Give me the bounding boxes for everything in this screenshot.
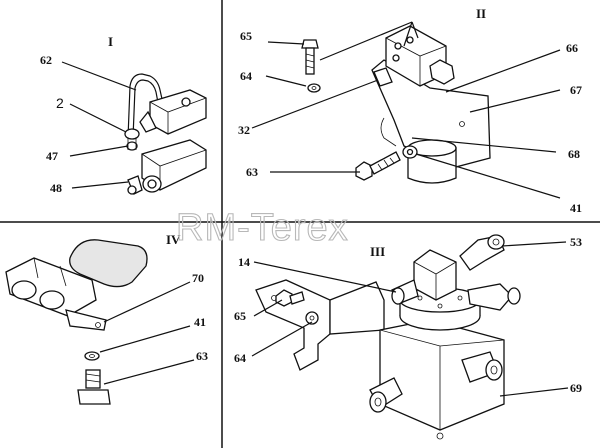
panel-IV: IV 70 41 63 bbox=[5, 232, 208, 405]
panel-II-roman: II bbox=[476, 6, 486, 21]
valve-block-upper bbox=[139, 89, 207, 135]
panel-III-leaders bbox=[251, 241, 569, 397]
callout-III-65: 65 bbox=[234, 309, 246, 323]
bolt-III-65 bbox=[275, 289, 305, 307]
callout-II-68: 68 bbox=[568, 147, 580, 161]
watermark-text: RM-Terex bbox=[176, 207, 349, 249]
fitting-front-left bbox=[369, 377, 403, 413]
bolt-65 bbox=[301, 39, 319, 75]
callout-III-53: 53 bbox=[570, 235, 582, 249]
fitting-53 bbox=[459, 234, 505, 271]
callout-IV-41: 41 bbox=[194, 315, 206, 329]
bolt-63 bbox=[355, 151, 401, 181]
callout-62: 62 bbox=[40, 53, 52, 67]
callout-II-41: 41 bbox=[570, 201, 582, 215]
callout-48: 48 bbox=[50, 181, 62, 195]
callout-II-63: 63 bbox=[246, 165, 258, 179]
callout-II-64: 64 bbox=[240, 69, 252, 83]
bolt-IV-63 bbox=[77, 369, 111, 405]
panel-IV-roman: IV bbox=[166, 232, 181, 247]
fitting-nut bbox=[124, 128, 140, 151]
callout-IV-70: 70 bbox=[192, 271, 204, 285]
fitting-14 bbox=[391, 279, 419, 305]
panel-III: III bbox=[234, 234, 582, 440]
panel-II-leaders bbox=[251, 21, 561, 199]
panel-III-roman: III bbox=[370, 244, 385, 259]
washer-III-64 bbox=[305, 311, 319, 325]
washer-41 bbox=[84, 351, 100, 361]
valve-cap bbox=[413, 249, 457, 301]
fitting-right bbox=[467, 283, 521, 311]
valve-block-lower bbox=[127, 139, 207, 195]
callout-III-14: 14 bbox=[238, 255, 250, 269]
valve-housing bbox=[379, 287, 505, 440]
callout-II-66: 66 bbox=[566, 41, 578, 55]
fitting-front-right bbox=[461, 351, 503, 383]
panel-I: I bbox=[40, 34, 207, 195]
callout-IV-63: 63 bbox=[196, 349, 208, 363]
callout-III-64: 64 bbox=[234, 351, 246, 365]
callout-47: 47 bbox=[46, 149, 58, 163]
angle-bracket bbox=[255, 279, 385, 371]
twin-clamp bbox=[5, 257, 107, 331]
panel-II: II bbox=[238, 6, 582, 215]
panel-IV-leaders bbox=[99, 281, 195, 385]
gasket-plate bbox=[69, 239, 148, 288]
panel-I-leaders bbox=[61, 61, 137, 189]
valve-head bbox=[373, 25, 455, 87]
callout-II-32: 32 bbox=[238, 123, 250, 137]
callout-2: 2 bbox=[56, 95, 64, 111]
washer-64 bbox=[307, 83, 321, 93]
callout-II-65: 65 bbox=[240, 29, 252, 43]
pipe-bend bbox=[127, 73, 165, 139]
callout-III-69: 69 bbox=[570, 381, 582, 395]
callout-II-67: 67 bbox=[570, 83, 582, 97]
panel-I-roman: I bbox=[108, 34, 113, 49]
cylinder-body bbox=[380, 117, 457, 184]
